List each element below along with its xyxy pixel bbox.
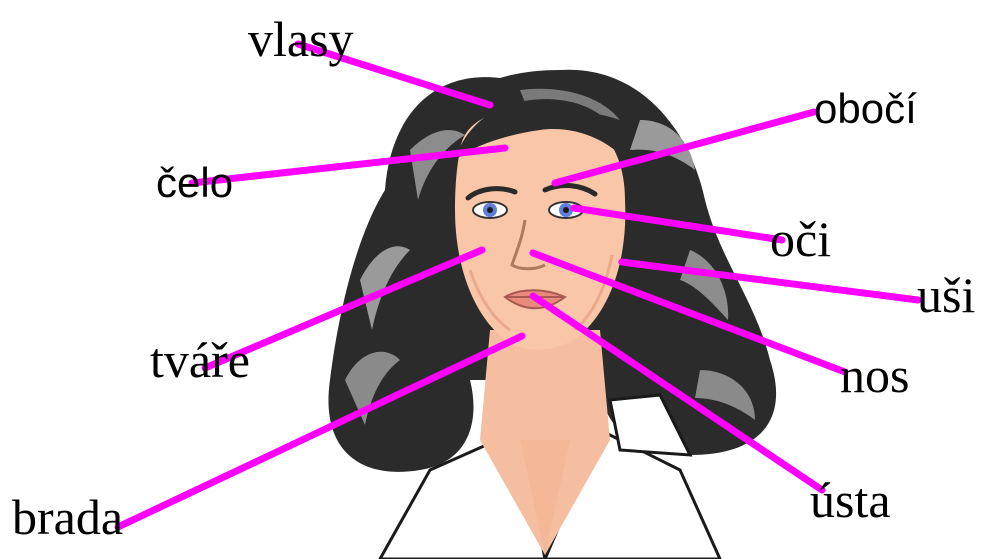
- label-brada: brada: [12, 492, 123, 542]
- label-usta: ústa: [810, 475, 891, 525]
- label-oboci: obočí: [814, 88, 917, 130]
- label-nos: nos: [840, 350, 909, 400]
- label-tvare: tváře: [150, 335, 250, 385]
- label-vlasy: vlasy: [248, 14, 354, 64]
- label-oci: oči: [770, 214, 831, 264]
- label-usi: uši: [917, 270, 975, 320]
- label-cela: čelo: [156, 162, 233, 204]
